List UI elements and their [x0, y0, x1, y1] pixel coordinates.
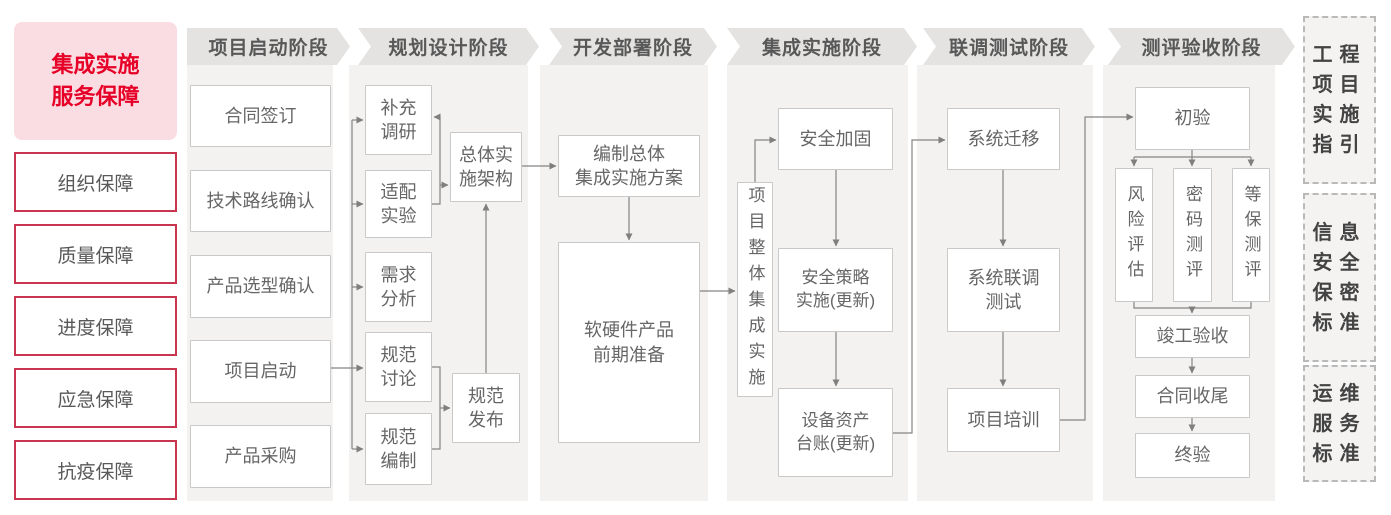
node-system-joint-testing: 系统联调 测试: [947, 248, 1060, 332]
node-classified-protection-evaluation: 等保测评: [1232, 168, 1270, 302]
node-contract-closure: 合同收尾: [1135, 375, 1250, 418]
node-cryptography-evaluation: 密码测评: [1173, 168, 1212, 302]
node-adaptation-experiment: 适配 实验: [365, 170, 432, 238]
stage-banner-evaluation-acceptance-phase: 测评验收阶段: [1108, 28, 1295, 65]
node-overall-implementation-architecture: 总体实 施架构: [450, 132, 522, 202]
node-equipment-asset-ledger: 设备资产 台账(更新): [778, 388, 893, 477]
node-hw-sw-product-preparation: 软硬件产品 前期准备: [558, 242, 700, 443]
node-requirements-analysis: 需求 分析: [365, 252, 432, 322]
node-completion-acceptance: 竣工验收: [1135, 315, 1250, 358]
sidebar-title: 集成实施 服务保障: [14, 22, 177, 140]
node-security-policy-implementation: 安全策略 实施(更新): [778, 248, 893, 332]
stage-banner-integration-implementation-phase: 集成实施阶段: [727, 28, 917, 65]
node-final-acceptance: 终验: [1135, 433, 1250, 478]
node-system-migration: 系统迁移: [947, 108, 1060, 170]
node-project-kickoff: 项目启动: [190, 340, 331, 403]
node-initial-acceptance: 初验: [1135, 87, 1250, 150]
node-overall-project-integration: 项目整体集成实施: [737, 182, 773, 397]
node-security-hardening: 安全加固: [778, 108, 893, 170]
stage-banner-joint-testing-phase: 联调测试阶段: [923, 28, 1095, 65]
node-risk-assessment: 风险评估: [1115, 168, 1153, 302]
node-supplementary-research: 补充 调研: [365, 85, 432, 155]
node-spec-drafting: 规范 编制: [365, 413, 432, 485]
standard-information-security-confidentiality: 信息 安全 保密 标准: [1303, 193, 1376, 362]
node-spec-discussion: 规范 讨论: [365, 332, 432, 402]
node-product-selection-confirmation: 产品选型确认: [190, 255, 331, 318]
node-overall-integration-plan: 编制总体 集成实施方案: [558, 135, 700, 197]
node-product-procurement: 产品采购: [190, 425, 331, 488]
sidebar-item-organization-guarantee: 组织保障: [14, 152, 177, 212]
stage-banner-development-deployment-phase: 开发部署阶段: [549, 28, 717, 65]
node-spec-release: 规范 发布: [452, 373, 520, 443]
sidebar-item-quality-guarantee: 质量保障: [14, 224, 177, 284]
sidebar-item-emergency-guarantee: 应急保障: [14, 368, 177, 428]
sidebar-item-schedule-guarantee: 进度保障: [14, 296, 177, 356]
node-contract-signing: 合同签订: [190, 85, 331, 147]
node-tech-route-confirmation: 技术路线确认: [190, 170, 331, 232]
standard-operation-maintenance-service: 运维 服务 标准: [1303, 365, 1376, 482]
node-project-training: 项目培训: [947, 388, 1060, 452]
stage-banner-planning-design-phase: 规划设计阶段: [358, 28, 539, 65]
standard-project-implementation-guide: 工程 项目 实施 指引: [1303, 16, 1376, 184]
stage-banner-project-kickoff-phase: 项目启动阶段: [187, 28, 350, 65]
sidebar-item-epidemic-guarantee: 抗疫保障: [14, 440, 177, 500]
